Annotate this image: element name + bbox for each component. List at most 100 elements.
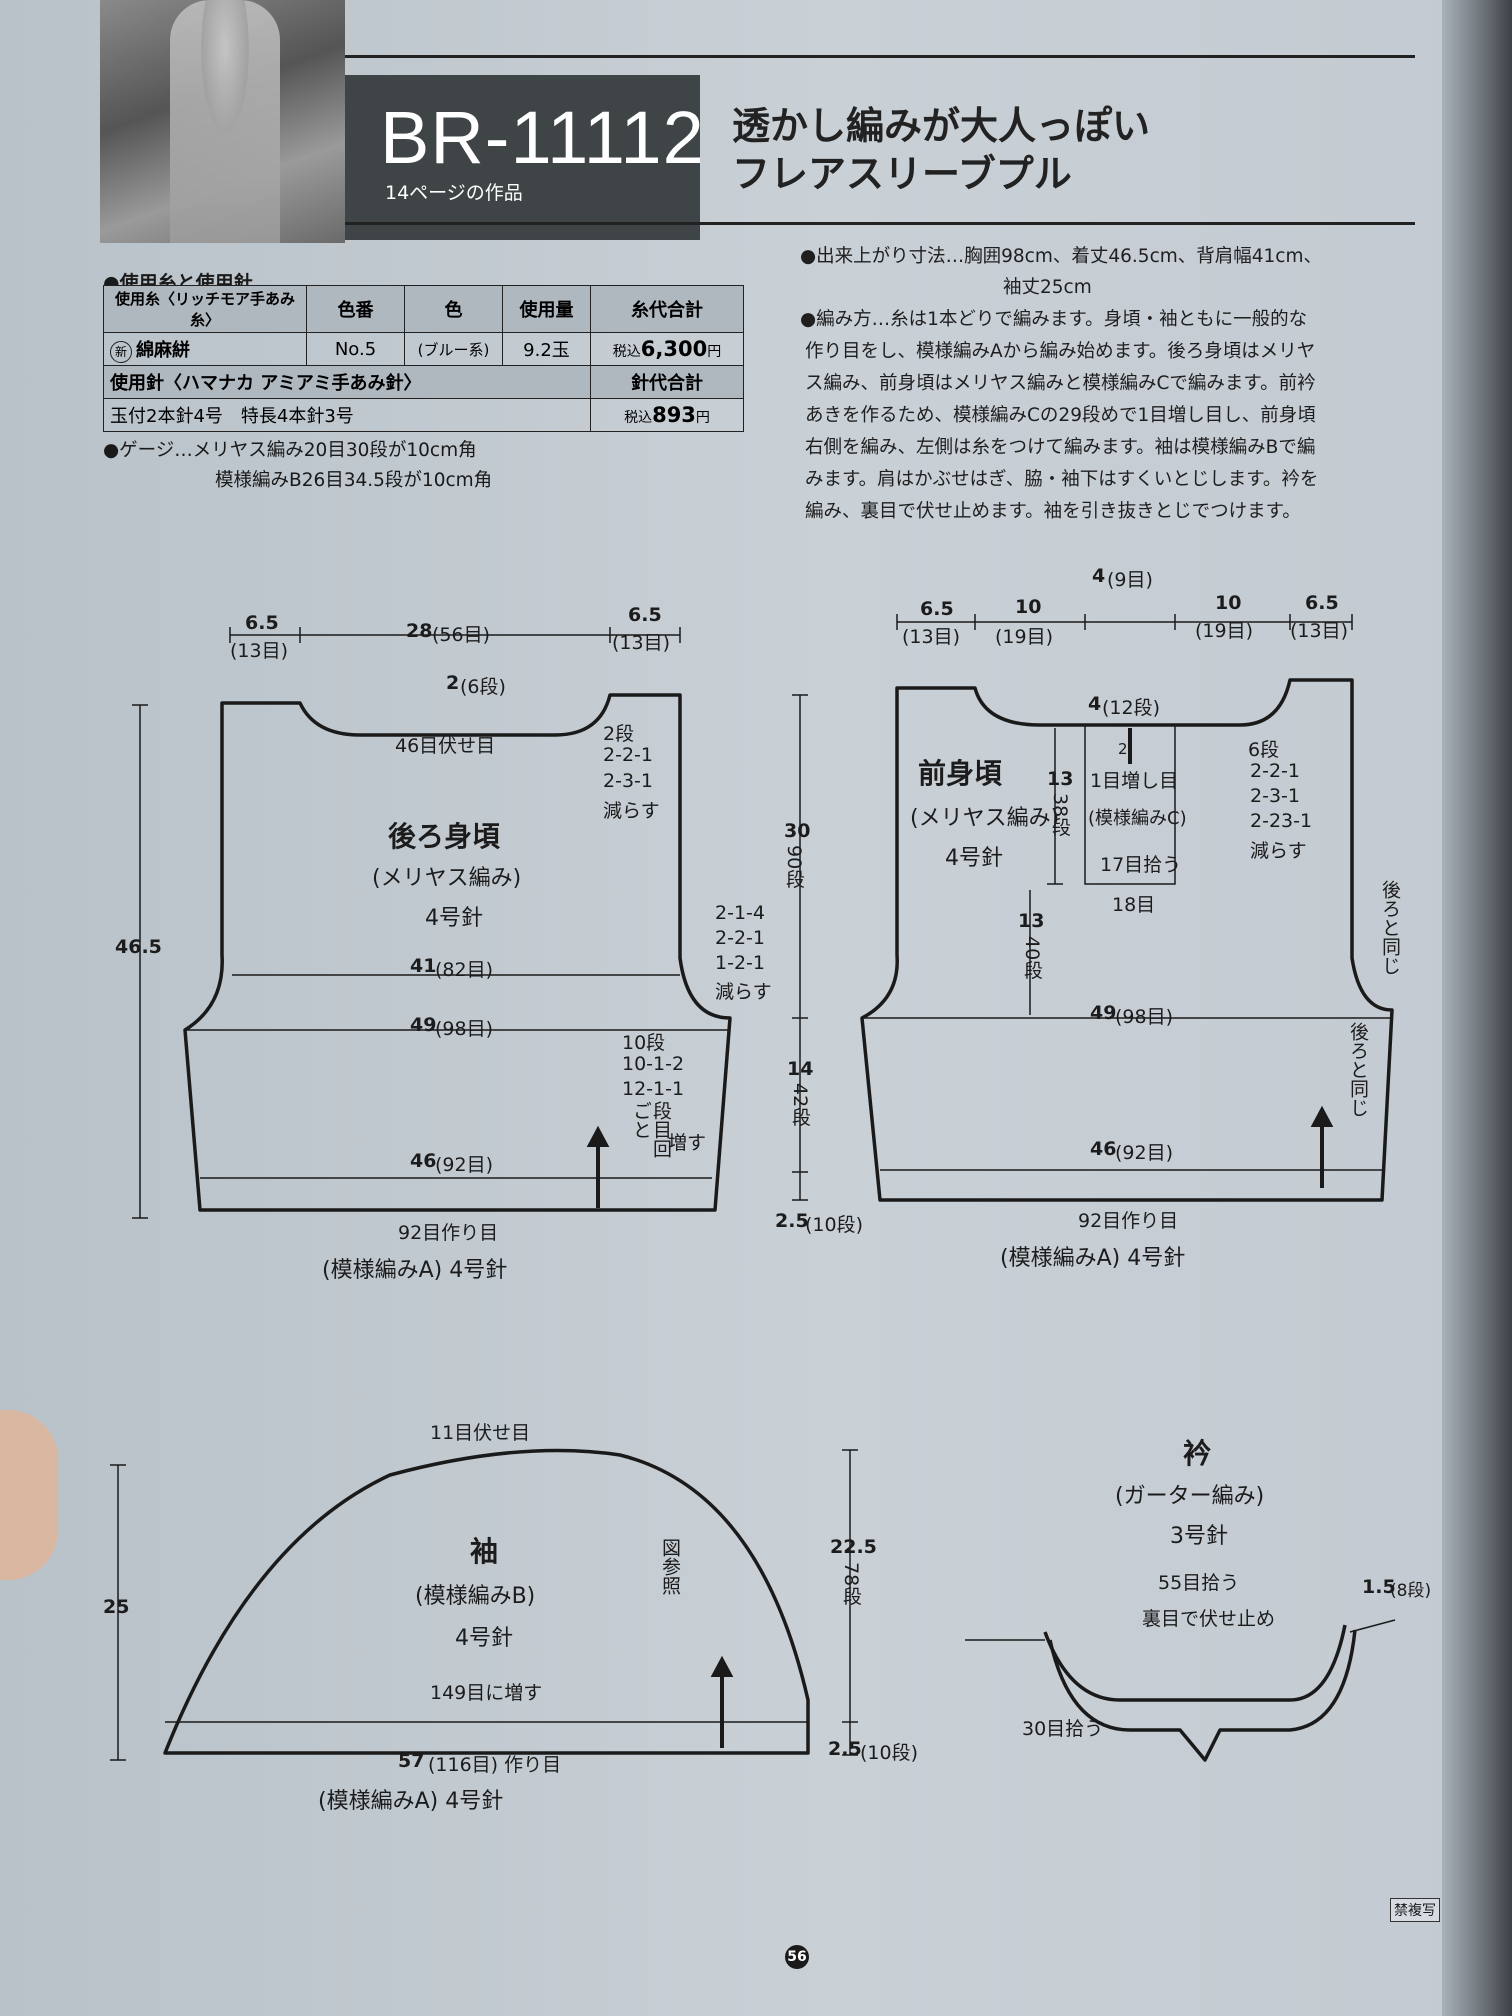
back-chest-sub: (98目) (435, 1018, 494, 1040)
collar-pick-side: 30目拾う (1022, 1718, 1104, 1740)
back-side-inc-3: 12-1-1 (622, 1078, 685, 1100)
back-neck-depth-sub: (6段) (460, 676, 506, 698)
collar-stitch: (ガーター編み) (1115, 1484, 1265, 1509)
sleeve-needle: 4号針 (455, 1626, 513, 1651)
method-line-7: 編み、裏目で伏せ止めます。袖を引き抜きとじでつけます。 (805, 501, 1301, 522)
collar-pick-lead (965, 1619, 1396, 1641)
panel-h-dim (1029, 728, 1063, 1015)
method-line-3: ス編み、前身頃はメリヤス編みと模様編みCで編みます。前衿 (805, 373, 1316, 394)
collar-needle: 3号針 (1170, 1524, 1228, 1549)
price-unit-2: 円 (695, 410, 710, 426)
back-arm-dec-3: 1-2-1 (715, 952, 765, 974)
front-hem-pattern: (模様編みA) 4号針 (1000, 1246, 1186, 1271)
back-top-left-sub: (13目) (230, 640, 289, 662)
title-line-1: 透かし編みが大人っぽい (732, 104, 1151, 148)
h-colornum: 色番 (306, 285, 405, 333)
back-arm-dec-4: 減らす (715, 981, 772, 1003)
sleeve-title: 袖 (470, 1535, 499, 1568)
sleeve-see-fig: 図参照 (659, 1538, 681, 1595)
sleeve-height-dim (110, 1464, 126, 1761)
yarn-price-cell: 税込6,300円 (590, 332, 744, 366)
front-same-as-back-1: 後ろと同じ (1379, 880, 1401, 975)
center-hem: 2.5 (775, 1210, 809, 1232)
price-unit: 円 (707, 344, 722, 360)
front-neck-dec-2: 2-2-1 (1250, 760, 1300, 782)
front-panel-box (1084, 724, 1176, 885)
collar-band: 1.5 (1362, 1576, 1396, 1598)
back-chest: 49 (410, 1014, 437, 1036)
front-cast-on: 92目作り目 (1078, 1210, 1179, 1232)
method-line-2: 作り目をし、模様編みAから編み始めます。後ろ身頃はメリヤ (805, 341, 1316, 362)
method-line-5: 右側を編み、左側は糸をつけて編みます。袖は模様編みBで編 (805, 437, 1316, 458)
tax-prefix-2: 税込 (624, 410, 653, 426)
back-neck-dec-1: 2段 (603, 723, 635, 745)
sleeve-height: 25 (103, 1596, 130, 1618)
sleeve-outline (163, 1448, 810, 1755)
sleeve-hem-pattern: (模様編みA) 4号針 (318, 1789, 504, 1814)
back-height-dim (132, 704, 148, 1219)
header-rule-top (345, 55, 1415, 58)
center-hem-sub: (10段) (805, 1214, 864, 1236)
title-line-2: フレアスリーブプル (732, 152, 1072, 196)
amount: 9.2玉 (502, 332, 591, 366)
book-binding (1442, 0, 1512, 2016)
yarn-price: 6,300 (640, 337, 708, 361)
front-panel-h-sub: 38段 (1049, 793, 1071, 837)
back-shoulder-sub: (82目) (435, 959, 494, 981)
front-top-a: 6.5 (920, 598, 954, 620)
front-same-as-back-2: 後ろと同じ (1347, 1022, 1369, 1117)
front-neck-depth-sub: (12段) (1102, 697, 1161, 719)
back-neck-depth: 2 (446, 672, 460, 694)
front-top-d-sub: (19目) (1195, 620, 1254, 642)
front-top-d: 10 (1215, 592, 1242, 614)
finished-line-2: 袖丈25cm (1003, 277, 1092, 298)
page-number: 56 (785, 1945, 809, 1969)
sleeve-cast-on-rest: (116目) 作り目 (428, 1754, 562, 1776)
front-needle: 4号針 (945, 846, 1003, 871)
sleeve-top-bind: 11目伏せ目 (430, 1422, 531, 1444)
back-top-right: 6.5 (628, 604, 662, 626)
front-panel-h: 13 (1047, 768, 1074, 790)
model-photo (100, 0, 345, 243)
back-top-dim (229, 627, 681, 643)
back-side-inc-end: 増す (668, 1132, 707, 1154)
front-neck-depth: 4 (1088, 693, 1102, 715)
center-height-dim (792, 694, 808, 1201)
back-top-mid: 28 (406, 620, 433, 642)
sleeve-right-h-sub: 78段 (840, 1562, 862, 1606)
color: (ブルー系) (404, 332, 503, 366)
collar-band-sub: (8段) (1390, 1581, 1432, 1601)
front-panel-width: 18目 (1112, 894, 1156, 916)
back-side-inc-1: 10段 (622, 1032, 666, 1054)
gauge-line-2: 模様編みB26目34.5段が10cm角 (215, 470, 493, 491)
h-needle: 使用針〈ハマナカ アミアミ手あみ針〉 (103, 365, 591, 399)
new-badge: 新 (110, 340, 132, 363)
back-stitch: (メリヤス編み) (372, 866, 522, 891)
front-inc-mark-label: 2 (1118, 740, 1128, 758)
front-chest: 49 (1090, 1002, 1117, 1024)
front-hem: 46 (1090, 1138, 1117, 1160)
pattern-code: BR-11112 (380, 96, 705, 179)
back-hem-pattern: (模様編みA) 4号針 (322, 1258, 508, 1283)
back-arm-dec-2: 2-2-1 (715, 927, 765, 949)
h-needle-total: 針代合計 (590, 365, 744, 399)
back-height: 46.5 (115, 936, 162, 958)
sleeve-right-h: 22.5 (830, 1536, 877, 1558)
collar-pick-top: 55目拾う (1158, 1572, 1240, 1594)
thumb (0, 1410, 58, 1580)
sleeve-inc: 149目に増す (430, 1682, 543, 1704)
front-neck-dec-5: 減らす (1250, 840, 1307, 862)
header-code-box (345, 75, 700, 240)
center-lower-sub: 42段 (789, 1083, 811, 1127)
back-top-left: 6.5 (245, 612, 279, 634)
back-hem: 46 (410, 1150, 437, 1172)
sleeve-hem-sub: (10段) (860, 1742, 919, 1764)
front-title: 前身頃 (918, 757, 1003, 790)
front-top-c: 4 (1092, 565, 1106, 587)
no-copy-stamp: 禁複写 (1390, 1898, 1440, 1922)
sleeve-hem: 2.5 (828, 1738, 862, 1760)
center-upper-sub: 90段 (783, 845, 805, 889)
sleeve-cast-on-num: 57 (398, 1750, 425, 1772)
